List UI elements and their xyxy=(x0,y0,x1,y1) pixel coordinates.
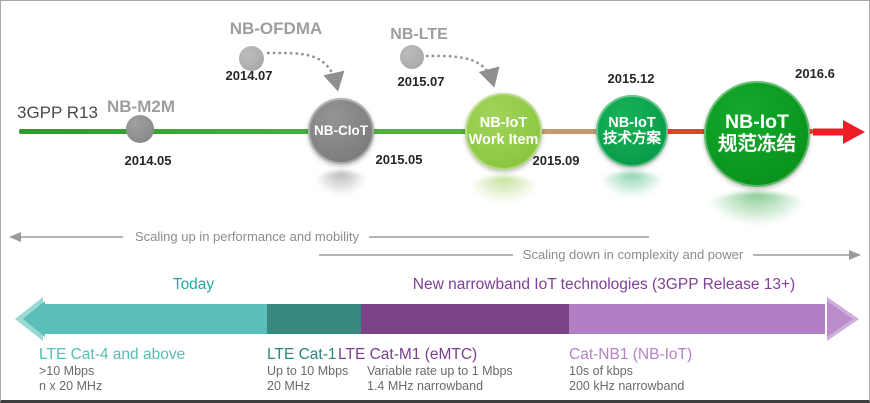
node-label-nb-ofdma: NB-OFDMA xyxy=(229,19,323,38)
category-column-catnb1: Cat-NB1 (NB-IoT) 10s of kbps 200 kHz nar… xyxy=(569,345,692,394)
milestone-node-nb-m2m xyxy=(126,115,154,143)
circle-label-line2: 技术方案 xyxy=(603,131,661,147)
reflection-freeze xyxy=(705,192,809,226)
scaling-up-label: Scaling up in performance and mobility xyxy=(134,229,359,244)
future-arrow-icon xyxy=(813,120,865,144)
scaling-down-label: Scaling down in complexity and power xyxy=(522,247,744,262)
band-segment-cat1 xyxy=(267,304,361,334)
band-left-arrow-outer-icon xyxy=(15,297,43,341)
category-title: LTE Cat-4 and above xyxy=(39,346,186,363)
band-segment-catm1 xyxy=(361,304,569,334)
category-detail: 200 kHz narrowband xyxy=(569,379,685,393)
timeline-segment-light-green xyxy=(341,129,503,134)
category-detail: Up to 10 Mbps xyxy=(267,364,349,378)
category-detail: Variable rate up to 1 Mbps xyxy=(367,364,513,378)
node-label-nb-lte: NB-LTE xyxy=(390,26,448,43)
satellite-node-nb-lte xyxy=(400,45,424,69)
date-spec-freeze: 2016.6 xyxy=(795,66,835,81)
category-title: Cat-NB1 (NB-IoT) xyxy=(569,346,693,363)
category-column-cat1: LTE Cat-1 Up to 10 Mbps 20 MHz xyxy=(267,345,348,394)
date-tech-plan: 2015.12 xyxy=(607,71,655,86)
milestone-circle-work-item: NB-IoT Work Item xyxy=(465,93,542,170)
category-detail: 1.4 MHz narrowband xyxy=(367,379,484,393)
category-detail: >10 Mbps xyxy=(39,364,95,378)
date-nb-ofdma: 2014.07 xyxy=(225,68,273,83)
band-left-arrow-icon xyxy=(23,301,45,337)
band-right-arrow-icon xyxy=(827,301,853,337)
date-nb-m2m: 2014.05 xyxy=(124,153,172,168)
band-header-today: Today xyxy=(172,276,215,293)
milestone-circle-nb-ciot: NB-CIoT xyxy=(308,98,374,164)
date-nb-ciot: 2015.05 xyxy=(375,152,423,167)
reflection-tech-plan xyxy=(598,172,666,198)
category-detail: 10s of kbps xyxy=(569,364,633,378)
circle-label-line1: NB-IoT xyxy=(725,111,789,134)
category-column-cat4: LTE Cat-4 and above >10 Mbps n x 20 MHz xyxy=(39,345,185,394)
category-title: LTE Cat-M1 (eMTC) xyxy=(338,346,478,363)
date-nb-lte: 2015.07 xyxy=(397,74,445,89)
band-right-arrow-outer-icon xyxy=(827,297,859,341)
circle-label-line2: Work Item xyxy=(468,131,539,148)
satellite-node-nb-ofdma xyxy=(239,46,264,71)
band-segment-catnb1 xyxy=(569,304,825,334)
band-segment-cat4 xyxy=(43,304,267,334)
category-detail: n x 20 MHz xyxy=(39,379,103,393)
circle-label-line1: NB-IoT xyxy=(608,114,656,131)
timeline-segment-green xyxy=(19,129,341,134)
category-column-catm1: LTE Cat-M1 (eMTC) Variable rate up to 1 … xyxy=(338,345,513,394)
category-band xyxy=(15,297,859,341)
band-header-new-narrowband: New narrowband IoT technologies (3GPP Re… xyxy=(412,276,796,293)
category-title: LTE Cat-1 xyxy=(267,346,337,363)
milestone-circle-spec-freeze: NB-IoT 规范冻结 xyxy=(704,81,810,187)
date-work-item: 2015.09 xyxy=(532,153,580,168)
category-detail: 20 MHz xyxy=(267,379,311,393)
circle-label-nb-ciot: NB-CIoT xyxy=(314,123,368,139)
reflection-work-item xyxy=(467,176,541,204)
reflection-ciot xyxy=(313,171,369,197)
circle-label-line1: NB-IoT xyxy=(479,115,528,132)
node-label-nb-m2m: NB-M2M xyxy=(107,97,175,116)
circle-label-line2: 规范冻结 xyxy=(717,133,796,155)
timeline-segment-tan xyxy=(503,129,633,134)
milestone-circle-tech-plan: NB-IoT 技术方案 xyxy=(596,95,668,167)
track-label-3gpp-r13: 3GPP R13 xyxy=(17,103,98,122)
